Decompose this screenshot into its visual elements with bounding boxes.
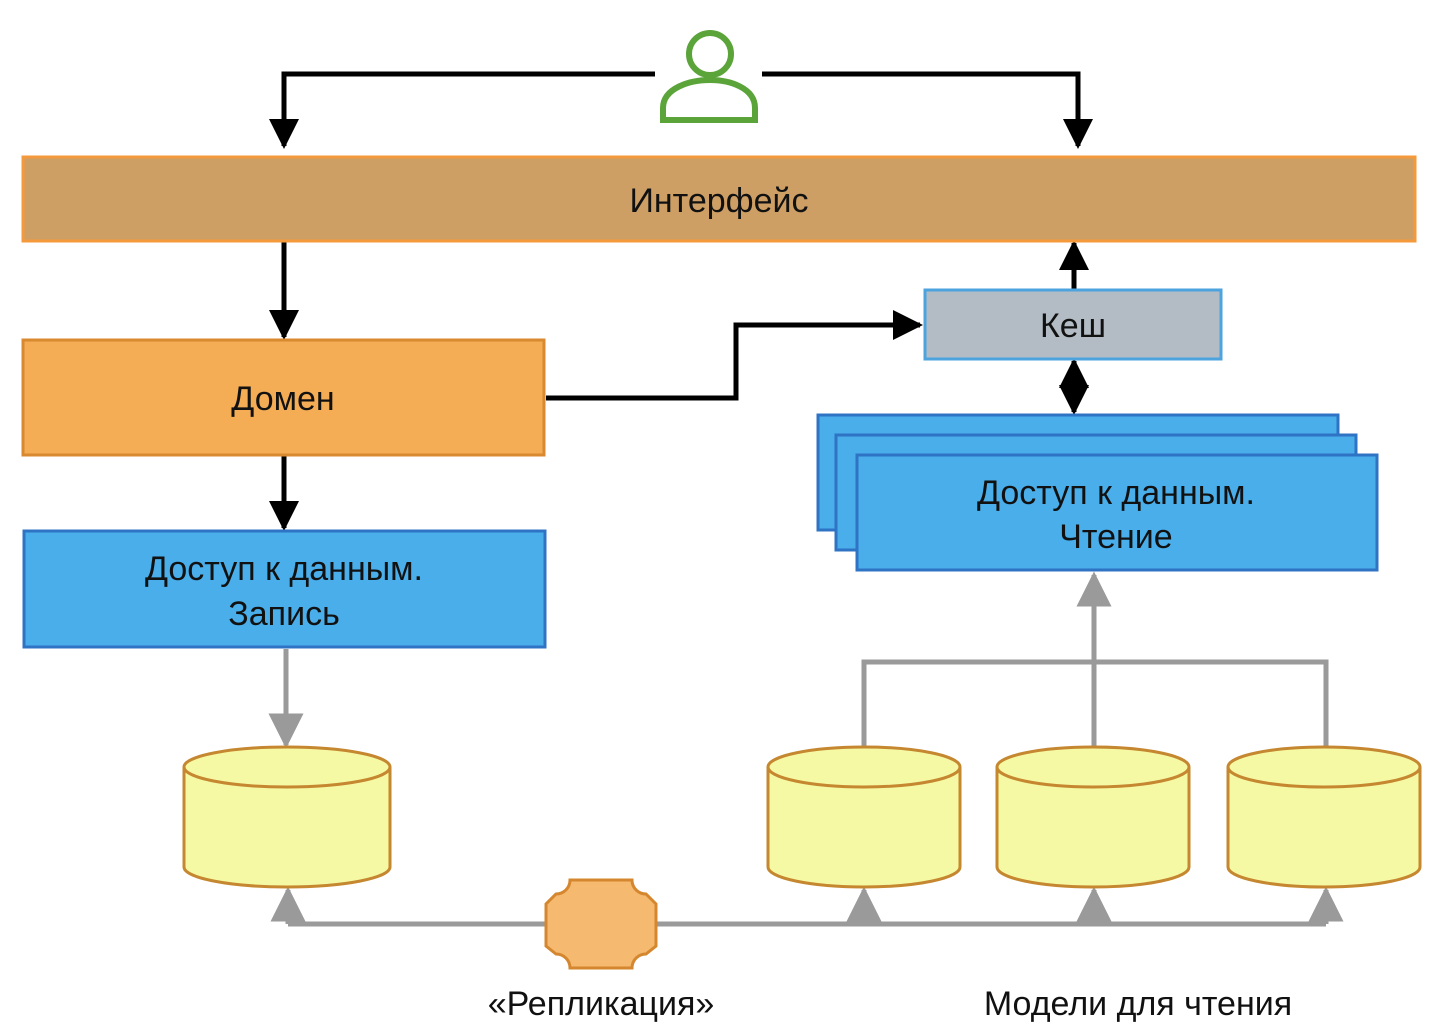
read-access-front-card [855,453,1379,572]
user-to-interface-right-arrow [762,71,1093,149]
read-models-caption: Модели для чтения [984,985,1292,1023]
write-database-icon [182,745,392,889]
cache-box: Кеш [923,288,1223,361]
domain-label: Домен [231,380,334,418]
read-access-label-line1: Доступ к данным. [977,474,1255,512]
read-database-1-icon [766,745,962,889]
domain-box: Домен [21,338,546,457]
read-database-2-icon [995,745,1191,889]
gray-arrows [268,571,1344,927]
write-access-label-line2: Запись [228,595,340,633]
read-access-stack: Доступ к данным. Чтение [816,413,1379,572]
layer-arrows [269,240,1089,531]
interface-label: Интерфейс [629,182,808,220]
interface-layer: Интерфейс [21,155,1417,243]
replication-caption: «Репликация» [488,985,715,1023]
domain-to-cache-arrow [546,310,923,401]
write-access-box: Доступ к данным. Запись [22,529,547,649]
user-to-interface-arrows [269,71,1093,149]
replication-connector-icon [544,878,658,970]
read-access-label-line2: Чтение [1059,518,1172,556]
write-access-label-line1: Доступ к данным. [145,550,423,588]
user-icon [660,30,758,123]
read-database-3-icon [1226,745,1422,889]
user-to-interface-left-arrow [269,71,655,149]
cache-label: Кеш [1040,307,1106,345]
